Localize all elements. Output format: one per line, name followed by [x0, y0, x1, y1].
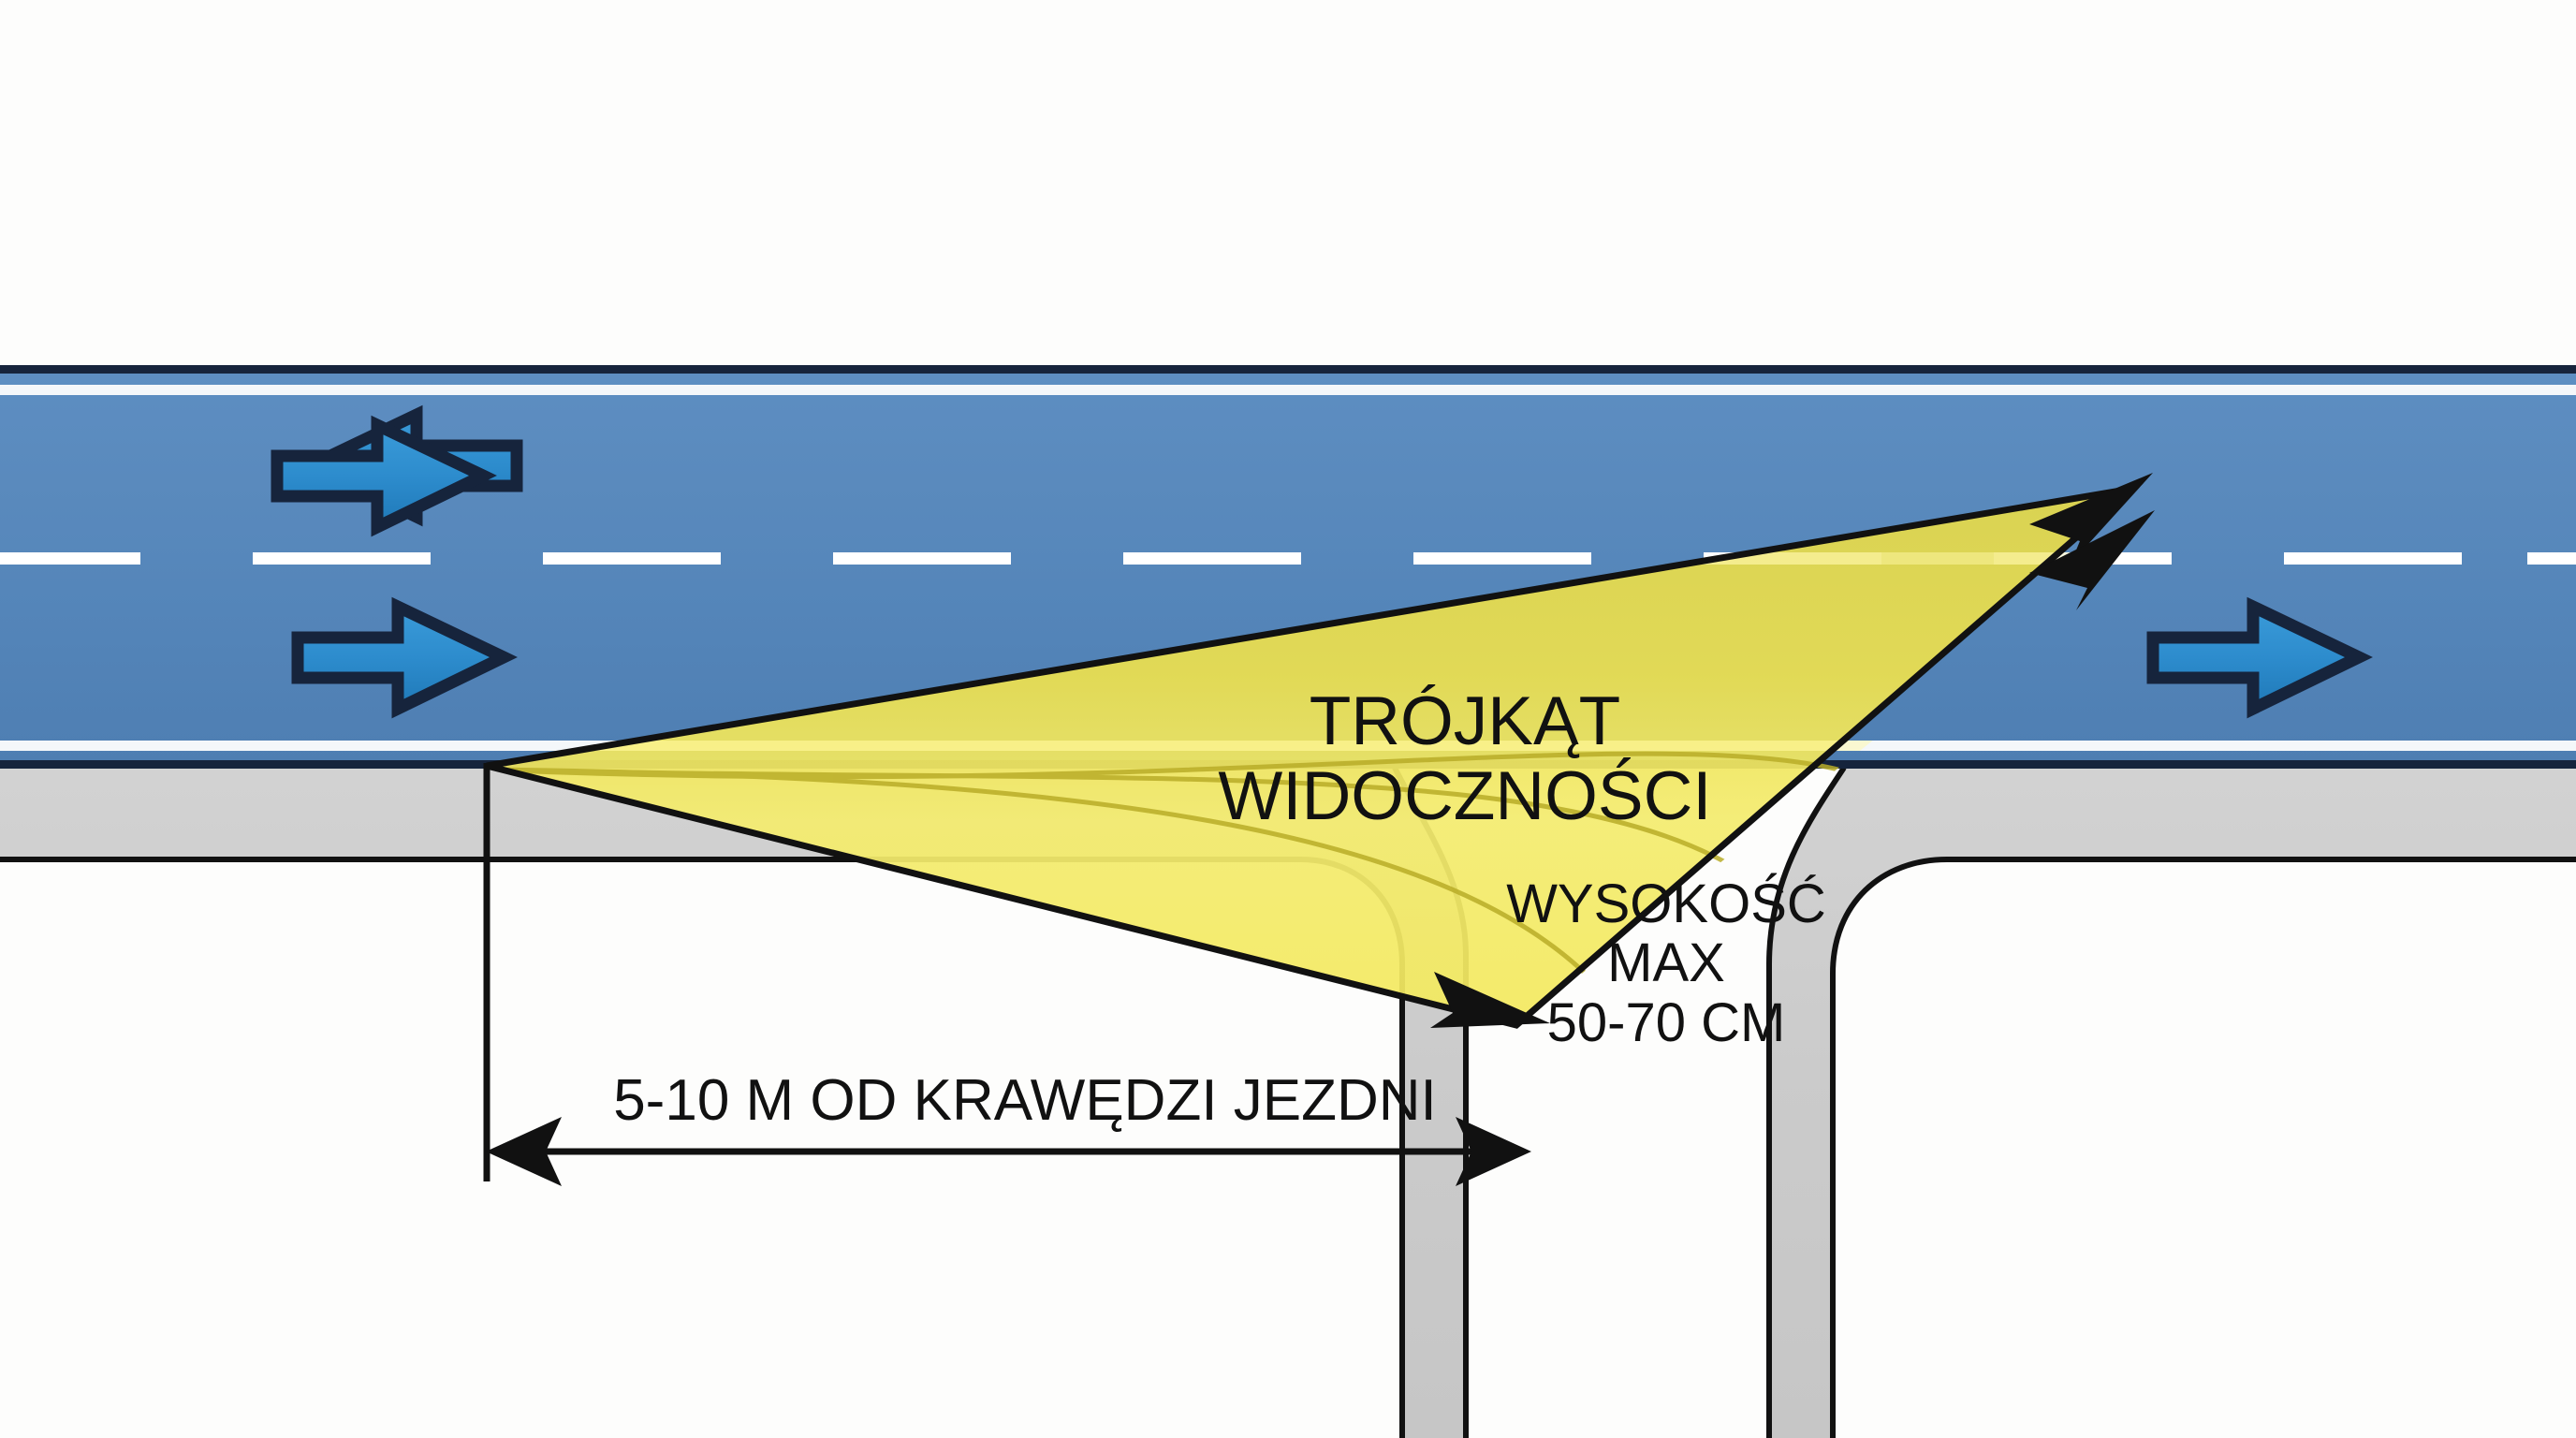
road-border-top — [0, 365, 2576, 374]
shoulder-band-right-top — [1769, 768, 2576, 1438]
arrow-right-east — [2146, 596, 2373, 719]
sight-fan-lines — [487, 751, 1921, 1025]
sight-triangle-fill — [487, 489, 2132, 1025]
traffic-arrow-glyph — [291, 596, 518, 719]
traffic-arrow-glyph — [271, 415, 497, 537]
label-height-line1: WYSOKOŚĆ — [1506, 873, 1826, 934]
curb-right-outer — [1766, 766, 1847, 1438]
arrow-left-east — [271, 415, 497, 537]
sight-fan-line-3 — [487, 751, 1921, 807]
sight-fan-line-2 — [487, 767, 1780, 901]
label-height-line2: MAX — [1607, 932, 1725, 993]
sight-arrowhead-bottom — [1430, 972, 1550, 1028]
dimension-arrowhead-right — [1456, 1117, 1531, 1186]
side-road-inner-right-white — [1833, 859, 2576, 1438]
traffic-arrow-glyph — [2146, 596, 2373, 719]
dimension-arrowhead-left — [486, 1117, 562, 1186]
label-triangle-line1: TRÓJKĄT — [1310, 683, 1621, 759]
label-distance: 5-10 M OD KRAWĘDZI JEZDNI — [613, 1068, 1437, 1133]
arrow-right-west — [291, 596, 518, 719]
text-labels: TRÓJKĄT WIDOCZNOŚCI WYSOKOŚĆ MAX 50-70 C… — [613, 683, 1826, 1133]
label-triangle-line2: WIDOCZNOŚCI — [1218, 758, 1711, 834]
distance-dimension — [483, 763, 1531, 1186]
curb-right-inner — [1830, 857, 2576, 1438]
sight-arrowhead-lower-right — [2029, 510, 2155, 610]
sight-arrowhead-upper-right — [2029, 473, 2153, 564]
edge-line-top — [0, 385, 2576, 395]
label-height-line3: 50-70 CM — [1547, 992, 1786, 1053]
sight-triangle-outline — [486, 483, 2144, 1029]
